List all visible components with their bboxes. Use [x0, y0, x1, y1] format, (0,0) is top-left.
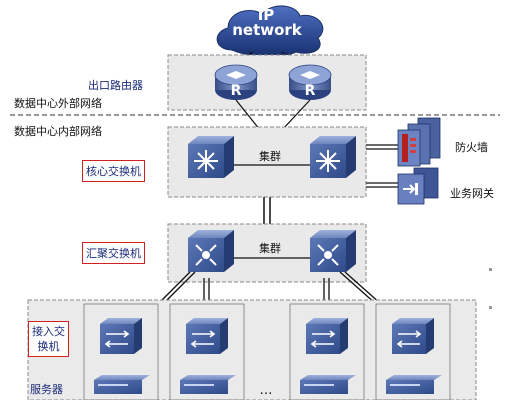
router-icon: [214, 64, 258, 100]
link-router-core: [281, 99, 311, 131]
access-switch-icon: [100, 318, 142, 354]
server-icon: [180, 375, 236, 394]
edge-mark: [489, 306, 492, 309]
access-group: [289, 303, 365, 400]
aggregation-switch-icon: [310, 230, 356, 272]
core-switch-icon: [310, 136, 356, 178]
access-group: [169, 303, 245, 400]
router-icon: [288, 64, 332, 100]
access-switch-label-line1: 接入交: [32, 325, 65, 338]
firewall-label: 防火墙: [455, 141, 488, 154]
aggregation-cluster-label: 集群: [259, 241, 281, 255]
access-group: [83, 303, 159, 400]
ellipsis-label: …: [260, 383, 273, 398]
edge-mark: [489, 268, 492, 271]
access-switch-label: 接入交 换机: [28, 321, 69, 357]
router-letter: R: [231, 83, 242, 99]
server-icon: [386, 375, 442, 394]
core-switch-icon: [188, 136, 234, 178]
router-letter: R: [305, 83, 316, 99]
firewall-icon: [397, 117, 441, 167]
egress-router-zone: [167, 54, 367, 111]
core-switch-label: 核心交换机: [82, 160, 145, 182]
inside-network-label: 数据中心内部网络: [14, 125, 102, 138]
link-router-core: [235, 99, 261, 131]
egress-router-label: 出口路由器: [88, 79, 143, 92]
core-cluster-label: 集群: [259, 149, 281, 163]
aggregation-switch-label: 汇聚交换机: [82, 242, 145, 264]
server-icon: [94, 375, 150, 394]
access-group: [375, 303, 451, 400]
cloud-icon: [216, 5, 324, 57]
cloud-label-ip: IP: [257, 6, 275, 24]
server-icon: [300, 375, 356, 394]
gateway-icon: [397, 167, 439, 205]
server-label: 服务器: [30, 383, 63, 396]
cloud-label-network: network: [232, 21, 302, 39]
access-switch-icon: [392, 318, 434, 354]
aggregation-switch-icon: [188, 230, 234, 272]
access-switch-icon: [306, 318, 348, 354]
outside-network-label: 数据中心外部网络: [14, 97, 102, 110]
access-switch-label-line2: 换机: [37, 340, 60, 353]
access-switch-icon: [186, 318, 228, 354]
service-gateway-label: 业务网关: [450, 187, 494, 200]
